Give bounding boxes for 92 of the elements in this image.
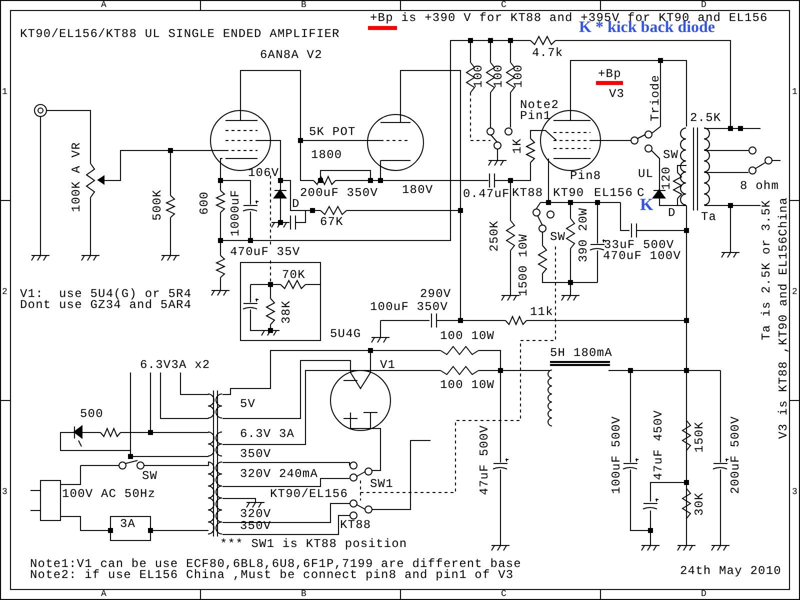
component-value: 5H 180mA bbox=[550, 348, 612, 359]
grid-reference: A bbox=[101, 1, 108, 10]
component-value: 100 bbox=[514, 64, 524, 88]
component-value: 500K bbox=[152, 189, 164, 221]
tube-label: 5U4G bbox=[330, 329, 362, 340]
pin-label: D bbox=[668, 208, 676, 219]
switch-label: SW bbox=[663, 150, 679, 161]
component-value: 5K POT bbox=[309, 127, 356, 138]
winding-label: 320V 240mA bbox=[240, 469, 318, 480]
grid-reference: D bbox=[701, 1, 708, 10]
component-value: 150K bbox=[694, 421, 706, 453]
component-value: 120 bbox=[662, 166, 672, 190]
grid-reference: 1 bbox=[792, 88, 798, 97]
component-value: 200uF 350V bbox=[300, 188, 378, 199]
component-value: 500 bbox=[80, 409, 104, 420]
voltage-label: 290V bbox=[420, 289, 452, 300]
component-value: 100 10W bbox=[440, 331, 495, 342]
voltage-label: 106V bbox=[248, 168, 280, 179]
grid-reference: B bbox=[301, 590, 308, 599]
grid-reference: 2 bbox=[792, 288, 798, 297]
component-label: Ta bbox=[701, 212, 717, 223]
diode-label: K bbox=[640, 197, 654, 212]
component-value: 30K bbox=[694, 492, 706, 516]
grid-reference: D bbox=[701, 590, 708, 599]
switch-label: KT88 KT90 EL156 bbox=[512, 188, 634, 199]
date-label: 24th May 2010 bbox=[680, 566, 782, 577]
component-value: 470uF 100V bbox=[603, 251, 682, 262]
component-value: 0.47uF bbox=[463, 189, 510, 200]
component-value: 67K bbox=[320, 217, 344, 228]
component-value: 38K bbox=[282, 300, 292, 324]
voltage-label: 180V bbox=[402, 185, 434, 196]
component-value: 1000uF bbox=[230, 190, 242, 236]
grid-reference: A bbox=[101, 590, 108, 599]
component-value: 70K bbox=[282, 270, 306, 281]
component-value: 100 bbox=[494, 64, 504, 88]
switch-label: KT88 bbox=[340, 520, 372, 531]
note: V3 is KT88 ,KT90 and EL156China bbox=[778, 197, 790, 439]
switch-label: SW1 bbox=[370, 479, 394, 490]
grid-reference: C bbox=[501, 590, 508, 599]
diagram-title: KT90/EL156/KT88 UL SINGLE ENDED AMPLIFIER bbox=[20, 29, 340, 40]
switch-label: SW bbox=[142, 471, 158, 482]
grid-reference: 3 bbox=[792, 488, 798, 497]
component-value: 100K A VR bbox=[72, 142, 82, 212]
switch-label: Triode bbox=[650, 74, 662, 122]
winding-label: 6.3V3A x2 bbox=[140, 360, 210, 371]
grid-reference: B bbox=[301, 1, 308, 10]
winding-label: 350V bbox=[240, 449, 272, 460]
pin-label: D bbox=[292, 199, 300, 210]
component-value: 8 ohm bbox=[740, 181, 780, 192]
component-value: 200uF 500V bbox=[730, 416, 742, 494]
component-value: 100 bbox=[474, 64, 484, 88]
tube-label: V1 bbox=[380, 360, 396, 371]
switch-label: SW bbox=[550, 232, 566, 243]
component-value: 100 10W bbox=[440, 380, 495, 391]
winding-label: 320V bbox=[240, 509, 272, 520]
component-value: 33uF 500V bbox=[604, 240, 674, 251]
component-value: 47uF 450V bbox=[654, 410, 664, 480]
grid-reference: 2 bbox=[2, 288, 8, 297]
component-value: 4.7k bbox=[532, 48, 564, 59]
voltage-label: +Bp bbox=[598, 69, 622, 80]
winding-label: 5V bbox=[240, 399, 256, 410]
note: Note1:V1 can be use ECF80,6BL8,6U8,6F1P,7199 are different base bbox=[30, 559, 522, 570]
grid-reference: 3 bbox=[2, 488, 8, 497]
component-value: 600 bbox=[200, 191, 210, 215]
component-value: 1K bbox=[512, 138, 524, 154]
pin-label: C bbox=[637, 188, 645, 199]
component-value: 250K bbox=[490, 220, 500, 252]
note: V1: use 5U4(G) or 5R4 bbox=[20, 289, 192, 300]
component-value: 2.5K bbox=[690, 113, 722, 124]
component-value: 1800 bbox=[311, 150, 342, 161]
power-label: 100V AC 50Hz bbox=[62, 489, 156, 500]
pin-label: Pin8 bbox=[570, 171, 602, 182]
winding-label: 6.3V 3A bbox=[240, 429, 295, 440]
component-value: 470uF 35V bbox=[230, 247, 300, 258]
note: Dont use GZ34 and 5AR4 bbox=[20, 300, 192, 311]
grid-reference: 1 bbox=[2, 88, 8, 97]
component-value: 3A bbox=[120, 519, 136, 530]
note: Note2: if use EL156 China ,Must be connect pin8 and pin1 of V3 bbox=[30, 570, 514, 581]
note: Note2 Pin1 bbox=[520, 100, 560, 122]
tube-label: 6AN8A V2 bbox=[260, 50, 322, 61]
component-value: 11k bbox=[530, 307, 554, 318]
tube-label: V3 bbox=[609, 89, 625, 100]
note: Ta is 2.5K or 3.5K bbox=[762, 200, 772, 340]
switch-label: KT90/EL156 bbox=[270, 489, 348, 500]
component-value: 1500 10W bbox=[518, 234, 530, 296]
component-value: 100uF 500V bbox=[612, 416, 622, 494]
switch-label: UL bbox=[638, 169, 654, 180]
note: *** SW1 is KT88 position bbox=[220, 539, 408, 550]
component-value: 390 20W bbox=[578, 208, 590, 262]
grid-reference: C bbox=[501, 1, 508, 10]
component-value: 100uF 350V bbox=[370, 302, 448, 313]
component-value: 47uF 500V bbox=[480, 424, 490, 496]
